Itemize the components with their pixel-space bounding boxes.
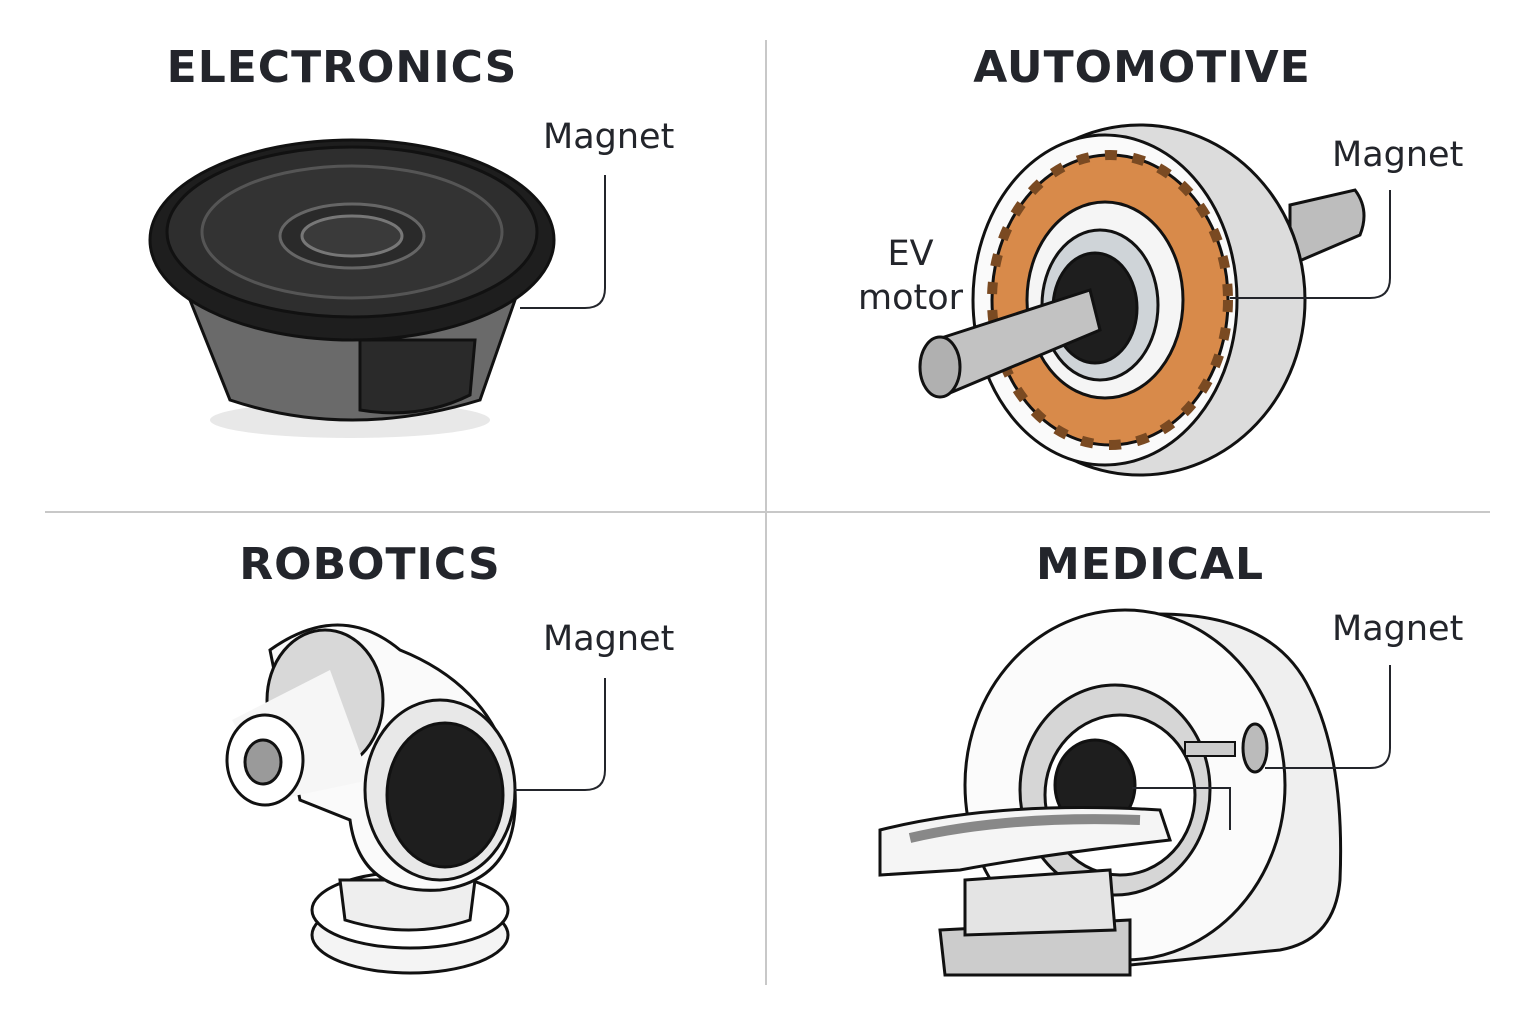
- magnet-leader-line-medical: [1132, 665, 1391, 830]
- panel-title-automotive: AUTOMOTIVE: [973, 42, 1311, 93]
- magnet-leader-line-automotive: [1230, 190, 1391, 299]
- magnet-label-electronics: Magnet: [543, 117, 675, 157]
- magnet-label-robotics: Magnet: [543, 619, 675, 659]
- ev-motor-illustration: [918, 123, 1366, 477]
- magnet-leader-line-electronics: [520, 175, 606, 309]
- robot-joint-illustration: [225, 623, 517, 975]
- panel-title-robotics: ROBOTICS: [239, 539, 501, 590]
- panel-title-medical: MEDICAL: [1035, 539, 1265, 590]
- mri-scanner-illustration: [878, 608, 1343, 977]
- ev-motor-label: EV motor: [858, 234, 964, 318]
- speaker-illustration: [148, 138, 556, 438]
- panel-title-electronics: ELECTRONICS: [166, 42, 518, 93]
- magnet-label-medical: Magnet: [1332, 609, 1464, 649]
- magnet-leader-line-robotics: [515, 678, 606, 791]
- magnet-label-automotive: Magnet: [1332, 135, 1464, 175]
